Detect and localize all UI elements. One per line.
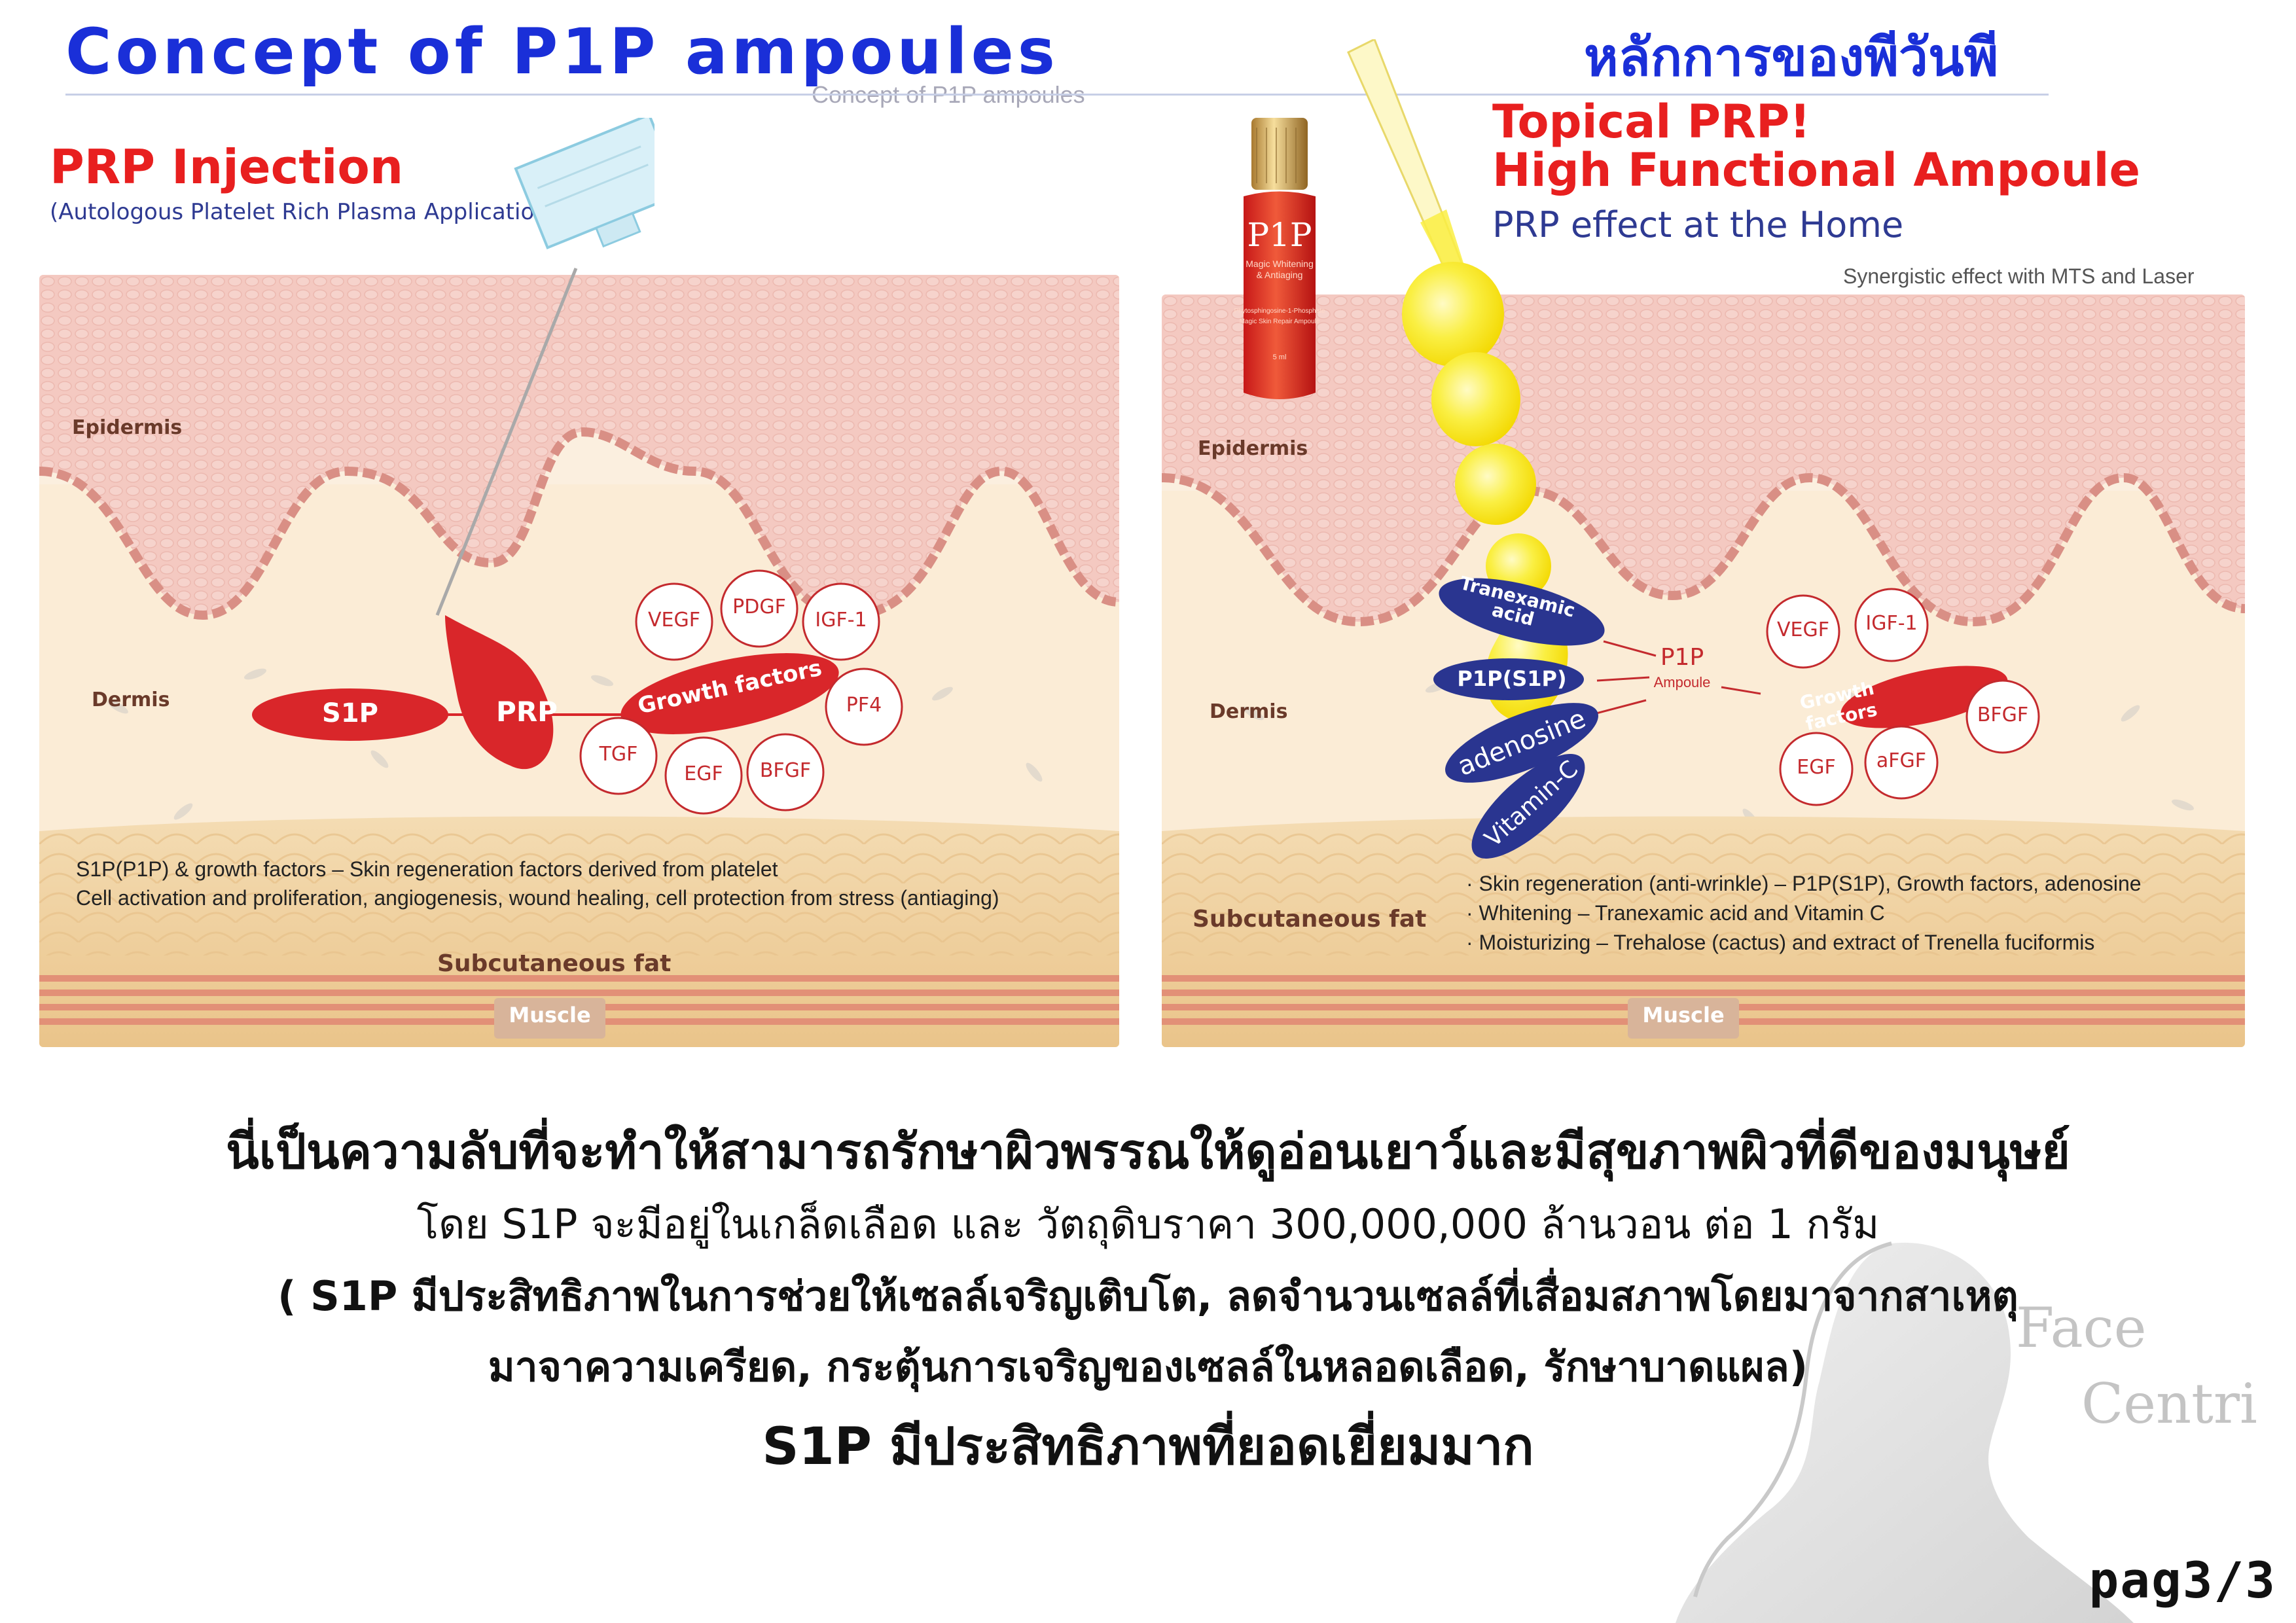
right-factor-afgf: aFGF: [1876, 749, 1927, 772]
thai-line-3: ( S1P มีประสิทธิภาพในการช่วยให้เซลล์เจริ…: [278, 1272, 2018, 1320]
left-s1p-node: S1P: [322, 698, 378, 728]
left-heading: PRP Injection: [50, 139, 404, 194]
right-bullet-2: · Whitening – Tranexamic acid and Vitami…: [1466, 901, 1885, 925]
left-dermis-label: Dermis: [92, 688, 170, 711]
left-subheading: (Autologous Platelet Rich Plasma Applica…: [50, 199, 558, 225]
page-number: pag3/3: [2089, 1551, 2276, 1609]
right-bullet-1: · Skin regeneration (anti-wrinkle) – P1P…: [1466, 872, 2142, 895]
bottle-brand: P1P: [1247, 216, 1312, 254]
bottle-line-3: Phytosphingosine-1-Phosphate: [1234, 308, 1325, 315]
thai-line-5: S1P มีประสิทธิภาพที่ยอดเยี่ยมมาก: [762, 1418, 1534, 1476]
left-factor-pf4: PF4: [846, 694, 882, 717]
left-factor-vegf: VEGF: [648, 609, 700, 632]
right-fat-label: Subcutaneous fat: [1193, 906, 1427, 933]
woman-silhouette-icon: [1676, 1241, 2134, 1623]
thai-line-2: โดย S1P จะมีอยู่ในเกล็ดเลือด และ วัตถุดิ…: [416, 1200, 1880, 1248]
left-factor-pdgf: PDGF: [732, 596, 786, 618]
bottle-line-2: & Antiaging: [1256, 270, 1303, 280]
right-note: Synergistic effect with MTS and Laser: [1843, 264, 2195, 288]
left-network-svg: [252, 569, 903, 815]
right-skin-svg: [1162, 294, 2245, 1047]
header-divider: [65, 94, 2049, 96]
right-bullet-3: · Moisturizing – Trehalose (cactus) and …: [1466, 931, 2095, 954]
right-heading-1: Topical PRP!: [1492, 95, 1811, 149]
thai-line-1: นี่เป็นความลับที่จะทำให้สามารถรักษาผิวพร…: [226, 1124, 2070, 1180]
watermark-line-1: Face: [2016, 1296, 2147, 1360]
page-title-thai: หลักการของพีวันพี: [1584, 27, 1999, 88]
bottle-volume: 5 ml: [1272, 353, 1287, 361]
syringe-icon: [435, 118, 655, 616]
left-muscle-label: Muscle: [509, 1003, 591, 1027]
p1p-bottle-icon: [1230, 118, 1329, 406]
right-factor-vegf: VEGF: [1777, 618, 1829, 641]
left-epidermis-label: Epidermis: [72, 416, 183, 439]
thai-line-4: มาจาความเครียด, กระตุ้นการเจริญของเซลล์ใ…: [488, 1343, 1808, 1391]
right-subheading: PRP effect at the Home: [1492, 204, 1904, 245]
right-factor-igf1: IGF-1: [1865, 612, 1918, 635]
left-factor-egf: EGF: [684, 762, 723, 785]
left-factor-tgf: TGF: [599, 743, 638, 766]
left-skin-svg: [39, 275, 1119, 1047]
left-caption-1: S1P(P1P) & growth factors – Skin regener…: [76, 857, 778, 881]
right-factor-bfgf: BFGF: [1977, 704, 2029, 726]
watermark-line-2: Centri: [2081, 1372, 2257, 1436]
left-caption-2: Cell activation and proliferation, angio…: [76, 886, 999, 910]
right-epidermis-label: Epidermis: [1198, 437, 1308, 460]
right-skin-diagram: [1162, 294, 2245, 1047]
page-title: Concept of P1P ampoules: [65, 15, 1059, 88]
bottle-line-4: Magic Skin Repair Ampoule: [1239, 318, 1320, 325]
left-fat-label: Subcutaneous fat: [437, 950, 672, 977]
left-prp-node: PRP: [496, 696, 558, 728]
right-network-svg: [1583, 588, 2040, 806]
ingredients-svg: [1433, 578, 1605, 859]
ampoule-label: P1P: [1660, 644, 1704, 671]
right-muscle-label: Muscle: [1642, 1003, 1725, 1027]
bottle-line-1: Magic Whitening: [1246, 259, 1314, 269]
left-skin-diagram: [39, 275, 1119, 1047]
right-heading-2: High Functional Ampoule: [1492, 143, 2140, 197]
bottle-svg: [1244, 118, 1316, 399]
ampoule-sub: Ampoule: [1653, 674, 1711, 690]
ingredient-p1p: P1P(S1P): [1457, 666, 1567, 691]
right-dermis-label: Dermis: [1210, 700, 1288, 723]
left-factor-igf1: IGF-1: [815, 609, 867, 632]
right-factor-egf: EGF: [1797, 756, 1836, 779]
left-factor-bfgf: BFGF: [759, 759, 812, 782]
